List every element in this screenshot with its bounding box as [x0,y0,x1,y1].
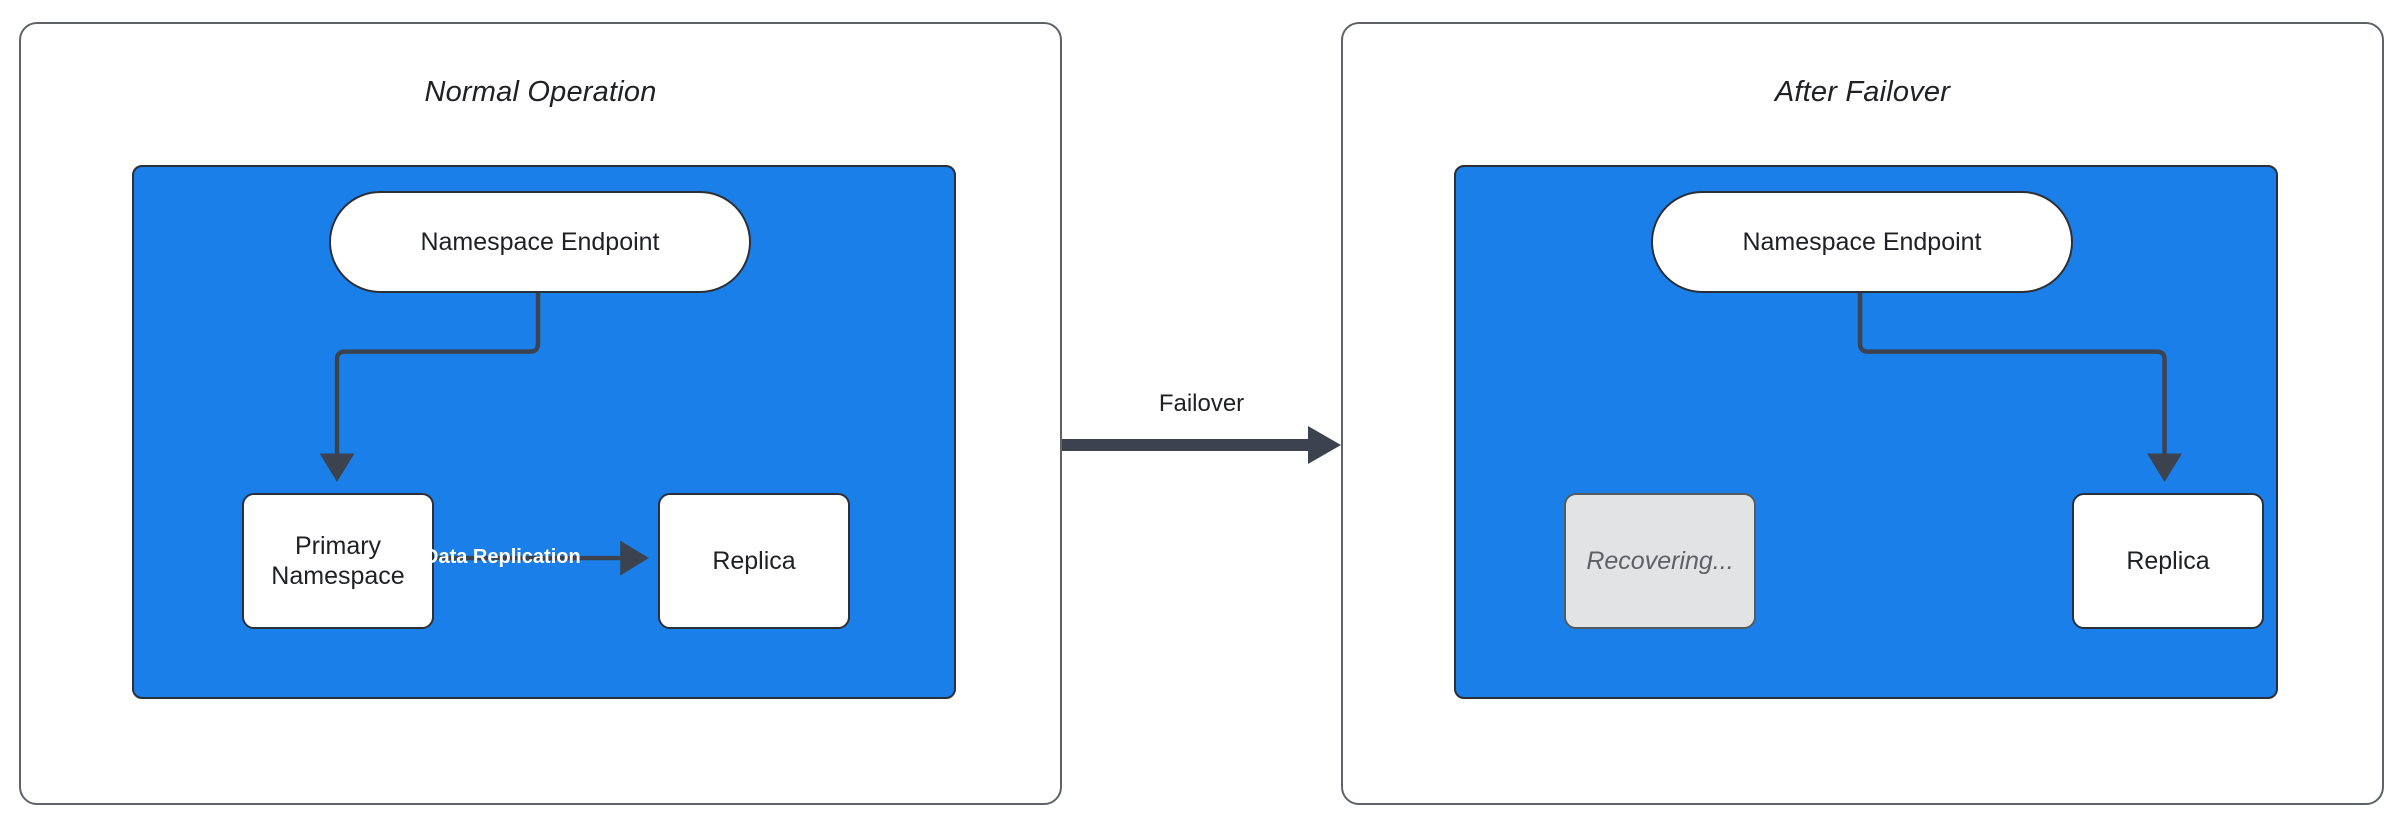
node-label: Recovering... [1586,546,1734,575]
node-label: Replica [712,546,796,575]
failover-arrow-icon [1062,426,1341,464]
failover-transition: Failover [1062,390,1341,485]
failover-label: Failover [1158,390,1245,417]
panel-after-failover: After Failover Namespace Endpoint Recove… [1341,22,2384,805]
panel-title-normal-operation: Normal Operation [424,76,657,108]
edge-label-data-replication: Data Replication [424,546,581,568]
node-replica-normal[interactable]: Replica [658,493,850,629]
node-label: Namespace Endpoint [420,227,660,256]
panel-normal-operation: Normal Operation Namespace Endpoint [19,22,1062,805]
node-recovering[interactable]: Recovering... [1564,493,1756,629]
node-primary-namespace[interactable]: Primary Namespace [242,493,434,629]
panel-title-after-failover: After Failover [1774,76,1951,108]
node-label: Primary Namespace [271,531,405,591]
node-label: Namespace Endpoint [1742,227,1982,256]
region-normal-operation: Namespace Endpoint Primary Namespace Rep… [132,165,956,699]
region-after-failover: Namespace Endpoint Recovering... Replica [1454,165,2278,699]
node-namespace-endpoint-normal[interactable]: Namespace Endpoint [329,191,751,293]
node-label: Replica [2126,546,2210,575]
node-replica-failover[interactable]: Replica [2072,493,2264,629]
node-namespace-endpoint-failover[interactable]: Namespace Endpoint [1651,191,2073,293]
